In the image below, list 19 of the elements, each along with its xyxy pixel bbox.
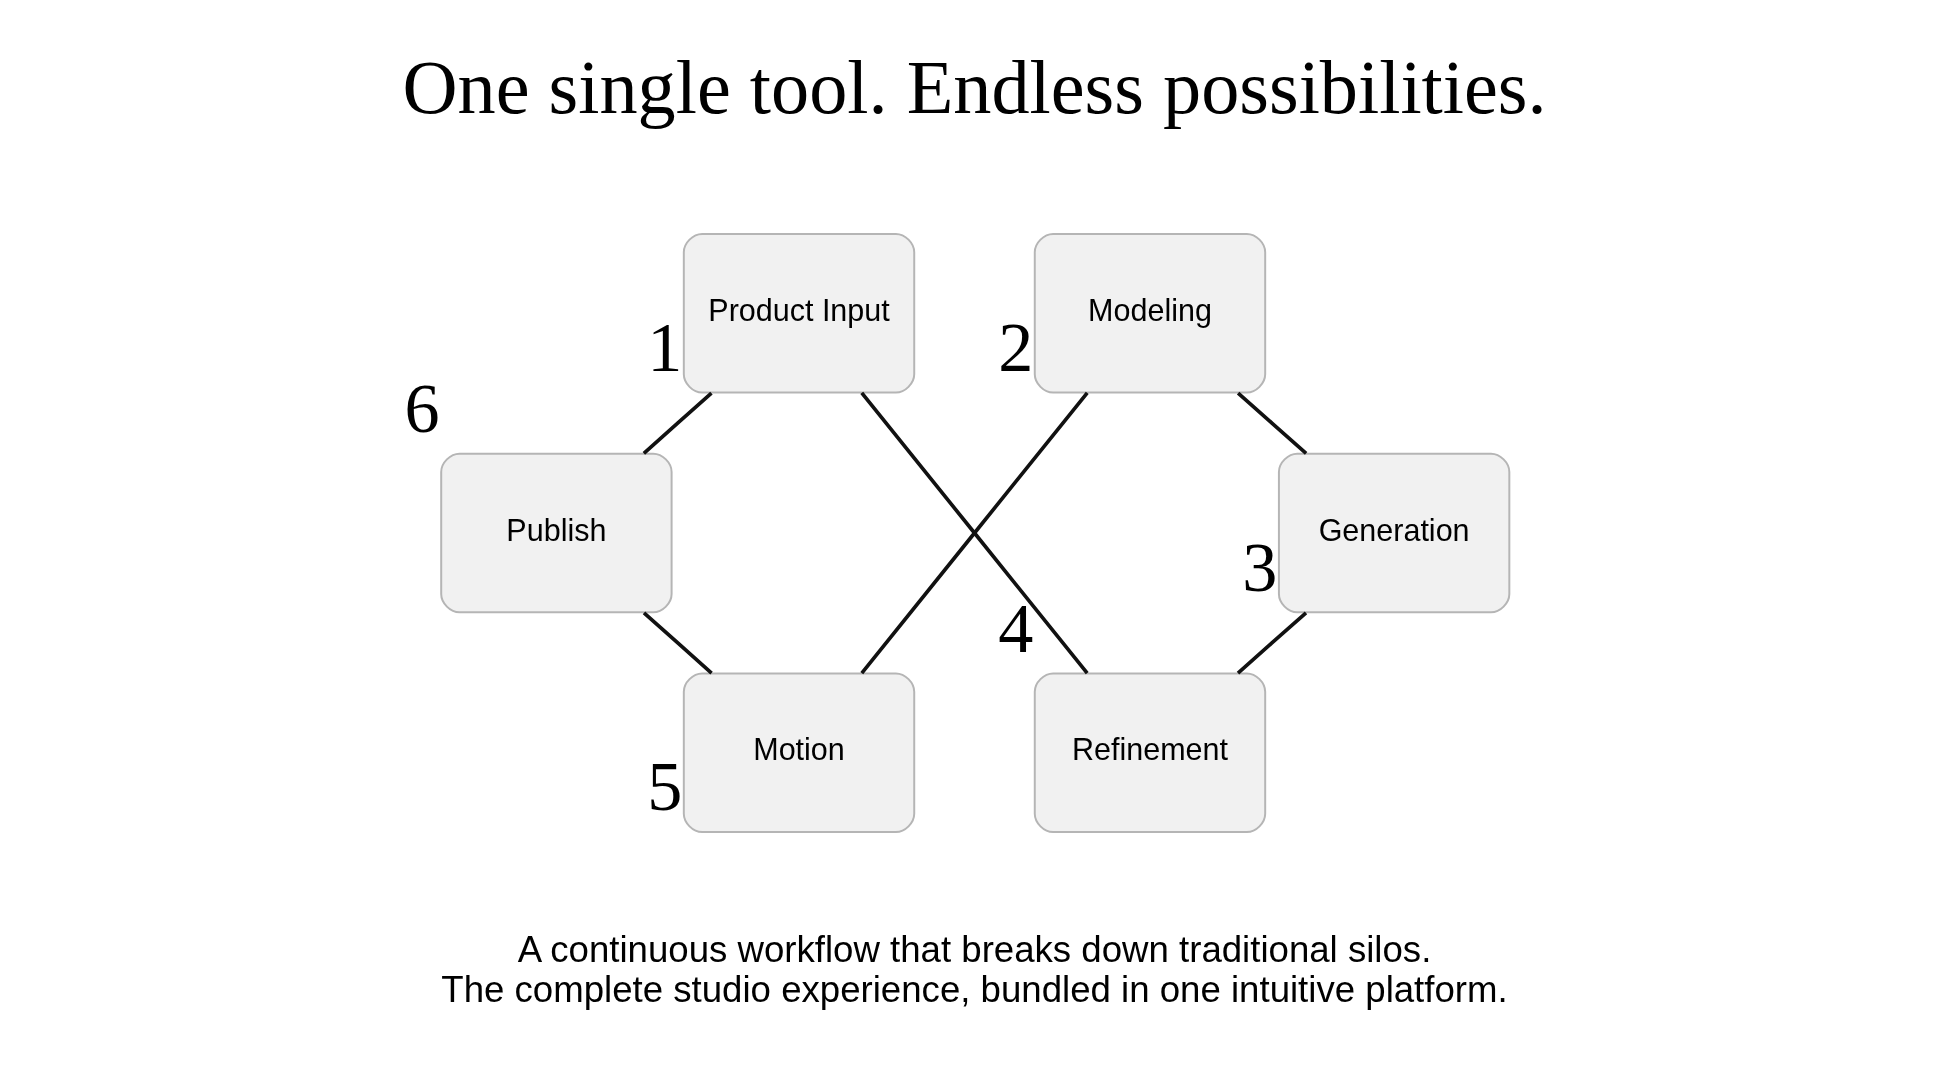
node-label: 1 (646, 307, 682, 386)
connector (859, 391, 1089, 675)
node-box: Publish (439, 452, 673, 614)
node-box: Modeling (1033, 232, 1266, 394)
node-label: 6 (404, 368, 440, 447)
node-label: 4 (997, 588, 1033, 667)
connector (1236, 391, 1307, 455)
caption: A continuous workflow that breaks down traditional silos. The complete studio experience, bundled in one intuitive platform. (440, 929, 1508, 1010)
connector (642, 391, 713, 455)
node-box: Motion (682, 672, 915, 834)
node-box: Product Input (682, 232, 915, 394)
connector (642, 611, 713, 675)
node-box: Refinement (1033, 672, 1266, 834)
node-label: 3 (1241, 527, 1277, 606)
diagram-title: One single tool. Endless possibilities. (401, 44, 1547, 130)
connector (1236, 611, 1307, 675)
node-label: 5 (646, 747, 682, 826)
node-label: 2 (997, 307, 1033, 386)
node-box: Generation (1277, 452, 1510, 614)
